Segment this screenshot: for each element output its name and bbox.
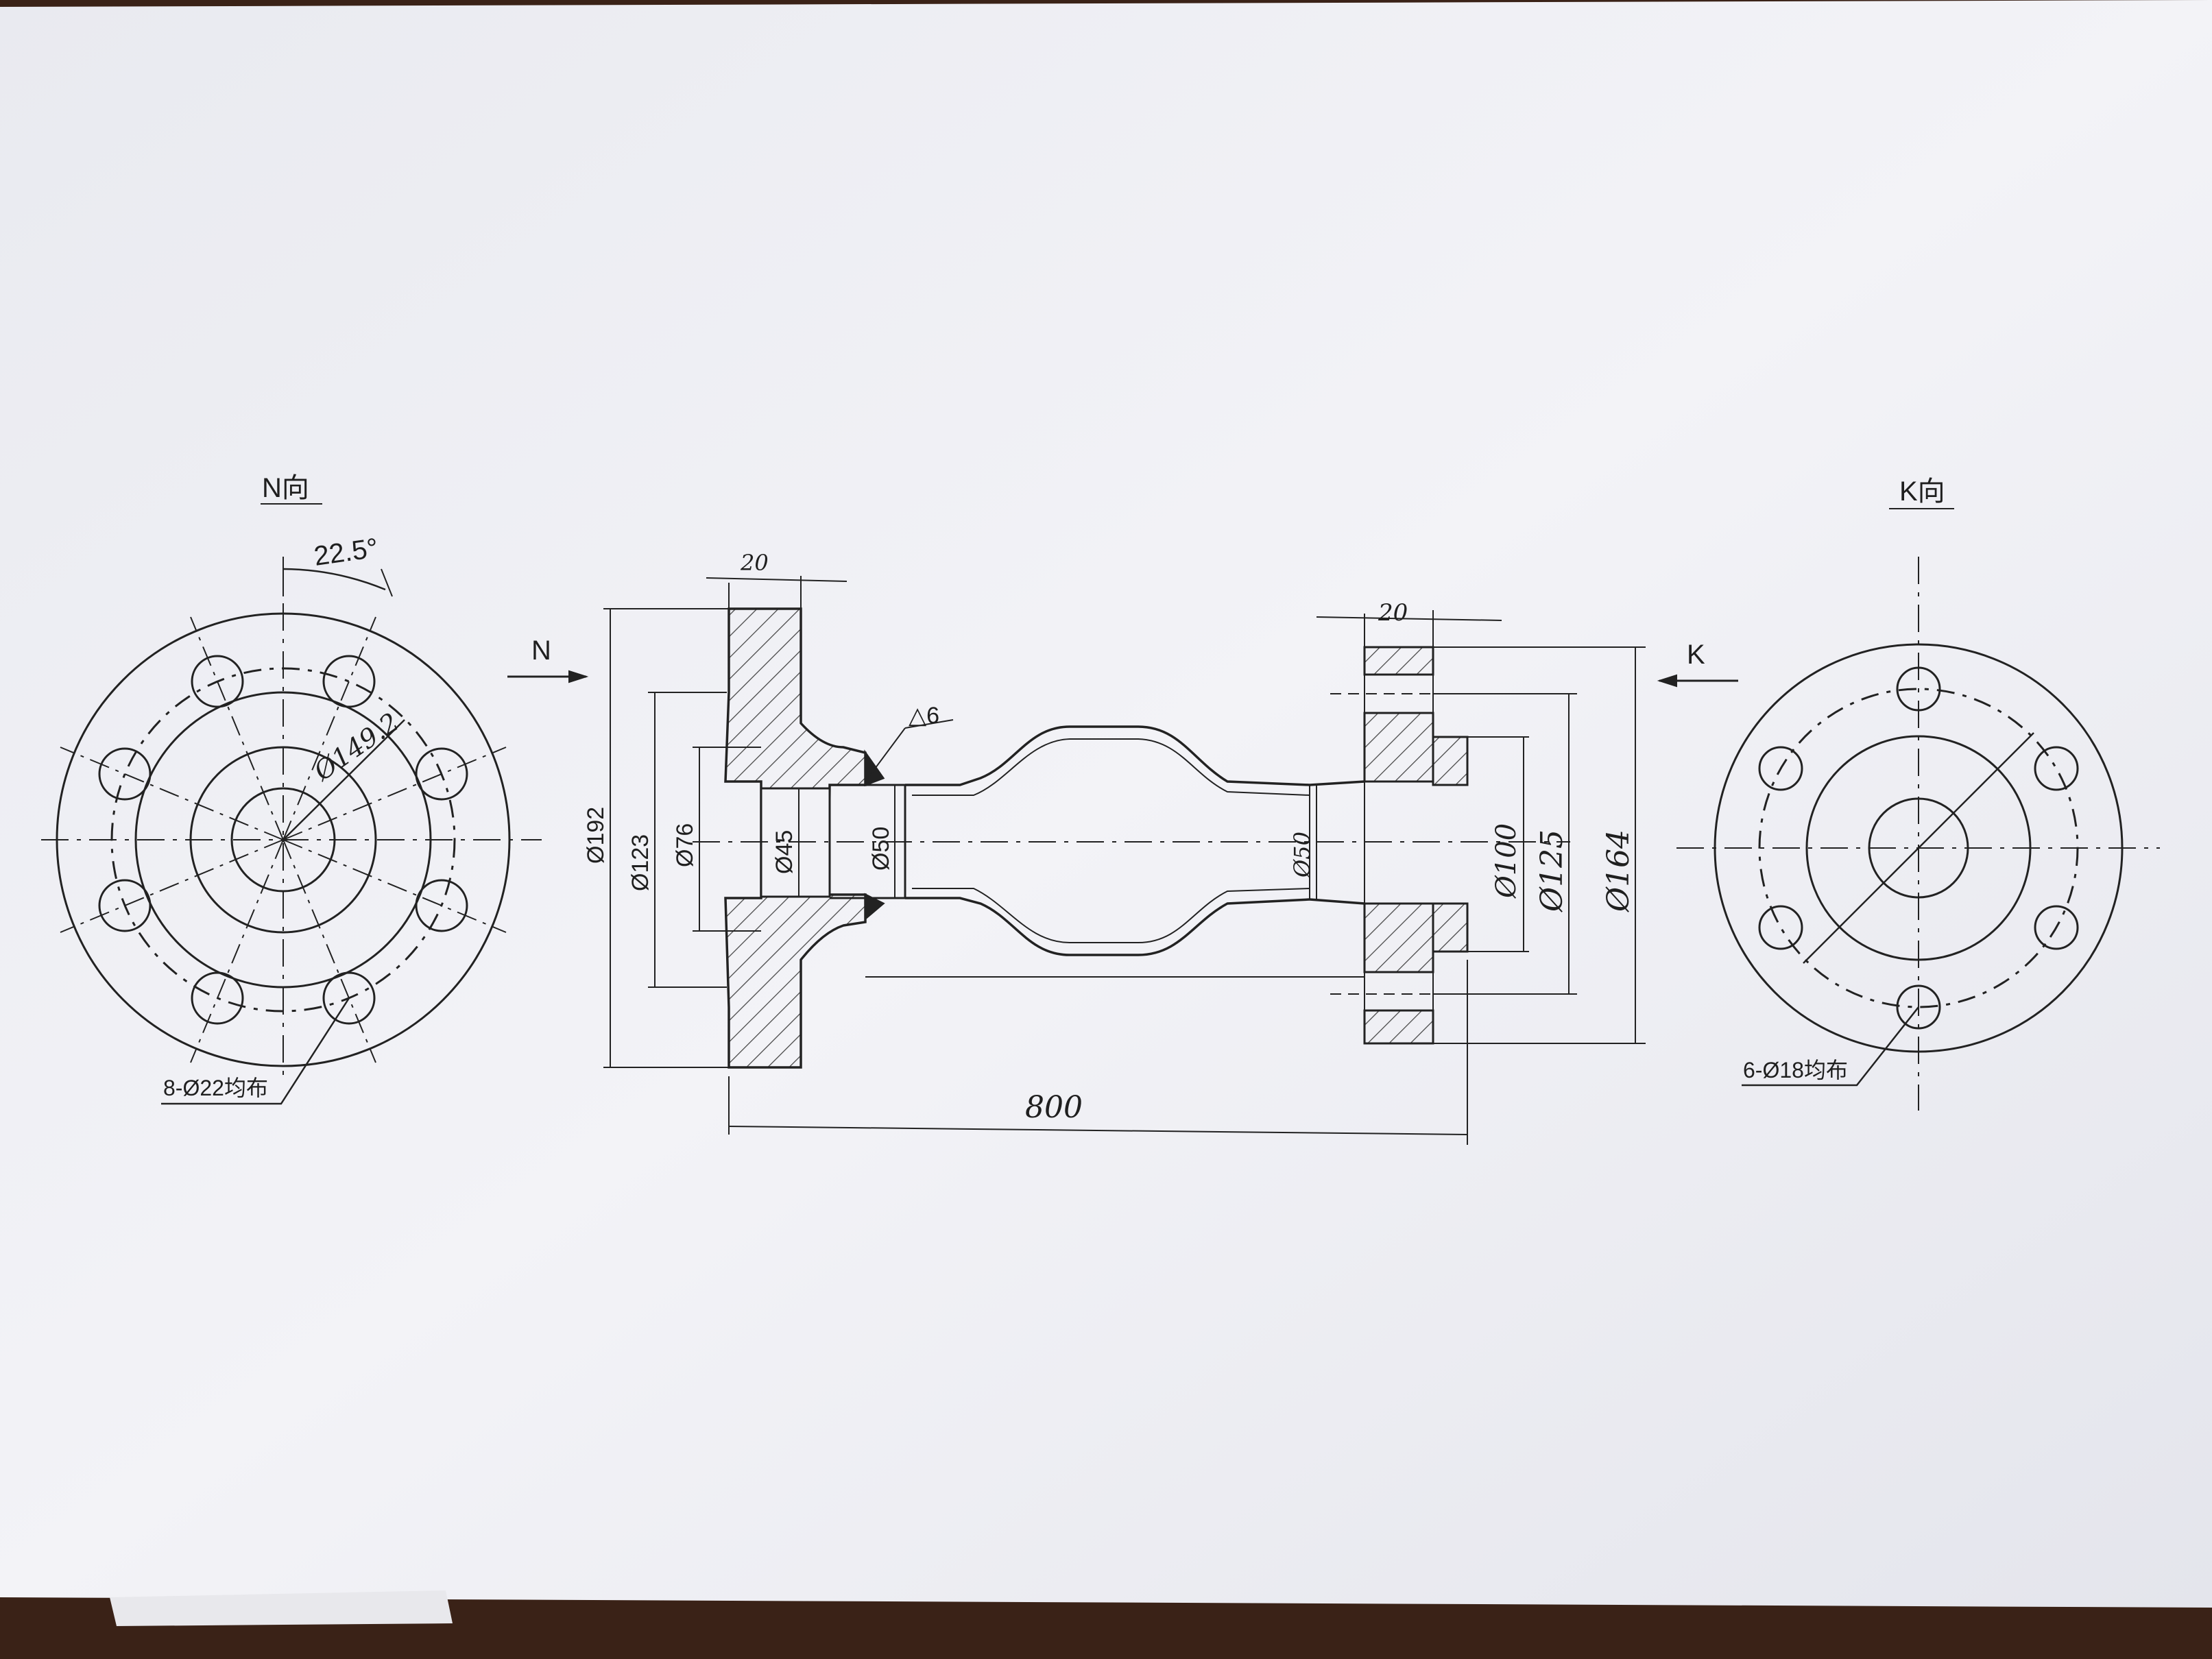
dim-76: Ø76 xyxy=(672,823,698,867)
dim-length-800: 800 xyxy=(1025,1090,1083,1125)
weld-symbol: △6 xyxy=(909,703,939,729)
flange-thickness-right: 20 xyxy=(1378,599,1408,627)
dim-50-right: Ø50 xyxy=(1289,832,1315,878)
arrow-n-label: N xyxy=(531,635,551,666)
n-view-flange xyxy=(41,557,542,1105)
dimension-lines xyxy=(261,503,1954,1145)
arrow-k-label: K xyxy=(1687,640,1705,670)
paper xyxy=(0,0,2212,1608)
dim-164: Ø164 xyxy=(1601,829,1636,912)
dim-od-192: Ø192 xyxy=(583,807,609,864)
n-view-label: N向 xyxy=(262,473,309,503)
dim-50-left: Ø50 xyxy=(868,827,894,871)
flange-thickness-left: 20 xyxy=(740,550,769,576)
section-view xyxy=(693,607,1570,1069)
left-holes-note: 8-Ø22均布 xyxy=(163,1076,268,1100)
k-view-flange xyxy=(1676,557,2160,1111)
dim-45: Ø45 xyxy=(771,830,797,874)
k-view-label: K向 xyxy=(1899,476,1945,507)
dim-123: Ø123 xyxy=(627,834,653,891)
dim-125: Ø125 xyxy=(1535,829,1570,912)
right-holes-note: 6-Ø18均布 xyxy=(1743,1058,1848,1082)
dim-100: Ø100 xyxy=(1491,823,1522,899)
